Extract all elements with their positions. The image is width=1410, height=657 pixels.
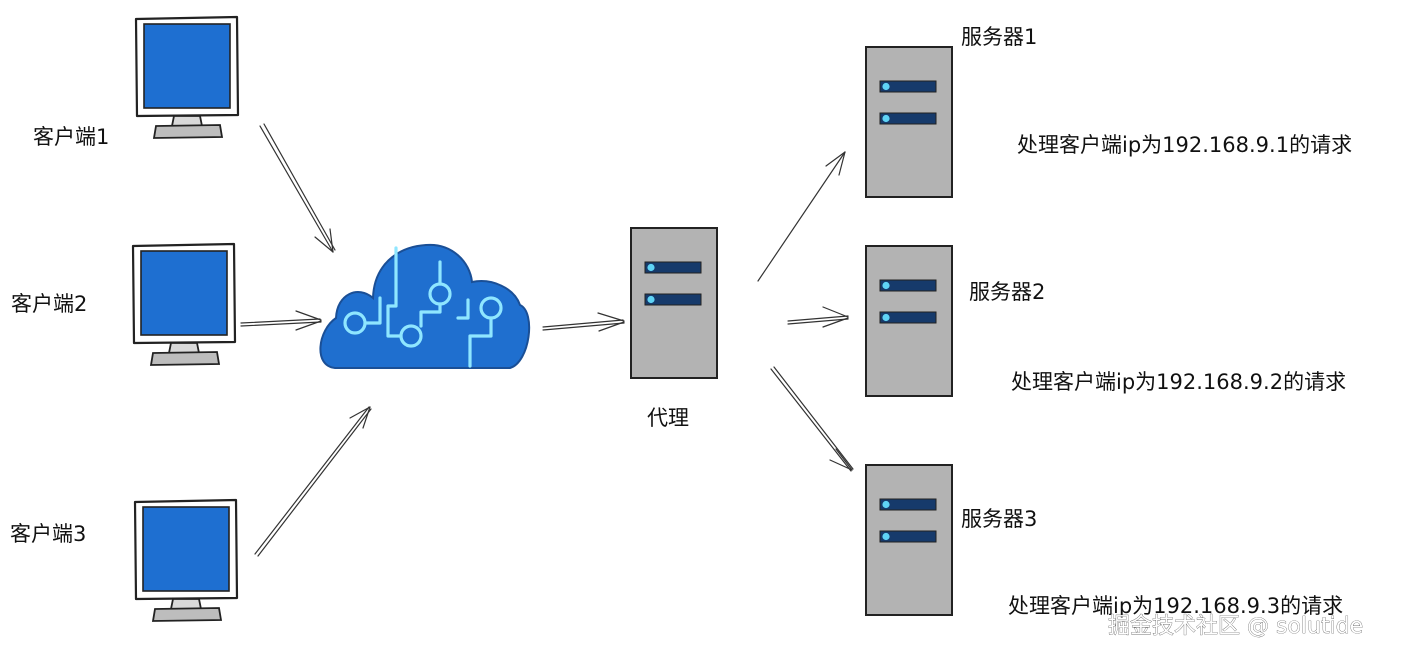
client-2-label: 客户端2 bbox=[11, 292, 87, 316]
monitor-icon bbox=[133, 498, 239, 623]
server-icon bbox=[865, 464, 953, 616]
server-2-label: 服务器2 bbox=[969, 280, 1045, 304]
server-2-note: 处理客户端ip为192.168.9.2的请求 bbox=[1011, 370, 1346, 394]
arrow-proxy-to-server3 bbox=[770, 366, 854, 472]
server-icon bbox=[630, 227, 718, 379]
proxy-node: 代理 bbox=[630, 227, 718, 430]
watermark: 掘金技术社区 @ solutide bbox=[1108, 614, 1363, 639]
arrow-proxy-to-server2 bbox=[787, 306, 849, 328]
server-1-note: 处理客户端ip为192.168.9.1的请求 bbox=[1017, 133, 1352, 157]
server-1: 服务器1 处理客户端ip为192.168.9.1的请求 bbox=[865, 25, 1352, 198]
server-icon bbox=[865, 245, 953, 397]
server-icon bbox=[865, 46, 953, 198]
proxy-label: 代理 bbox=[647, 406, 689, 430]
arrow-client3-to-cloud bbox=[254, 406, 372, 557]
arrow-client2-to-cloud bbox=[240, 310, 322, 331]
server-3: 服务器3 处理客户端ip为192.168.9.3的请求 bbox=[865, 464, 1343, 618]
server-3-note: 处理客户端ip为192.168.9.3的请求 bbox=[1008, 594, 1343, 618]
server-1-label: 服务器1 bbox=[961, 25, 1037, 49]
client-3: 客户端3 bbox=[10, 498, 239, 623]
monitor-icon bbox=[131, 242, 237, 367]
arrow-proxy-to-server1 bbox=[757, 151, 846, 282]
arrow-cloud-to-proxy bbox=[542, 312, 625, 332]
client-1-label: 客户端1 bbox=[33, 125, 109, 149]
connector-arrows bbox=[240, 123, 854, 557]
cloud-network-icon bbox=[319, 243, 531, 369]
client-1: 客户端1 bbox=[33, 15, 240, 149]
arrow-client1-to-cloud bbox=[259, 123, 336, 253]
server-2: 服务器2 处理客户端ip为192.168.9.2的请求 bbox=[865, 245, 1346, 397]
server-3-label: 服务器3 bbox=[961, 507, 1037, 531]
client-3-label: 客户端3 bbox=[10, 522, 86, 546]
client-2: 客户端2 bbox=[11, 242, 237, 367]
monitor-icon bbox=[134, 15, 240, 140]
